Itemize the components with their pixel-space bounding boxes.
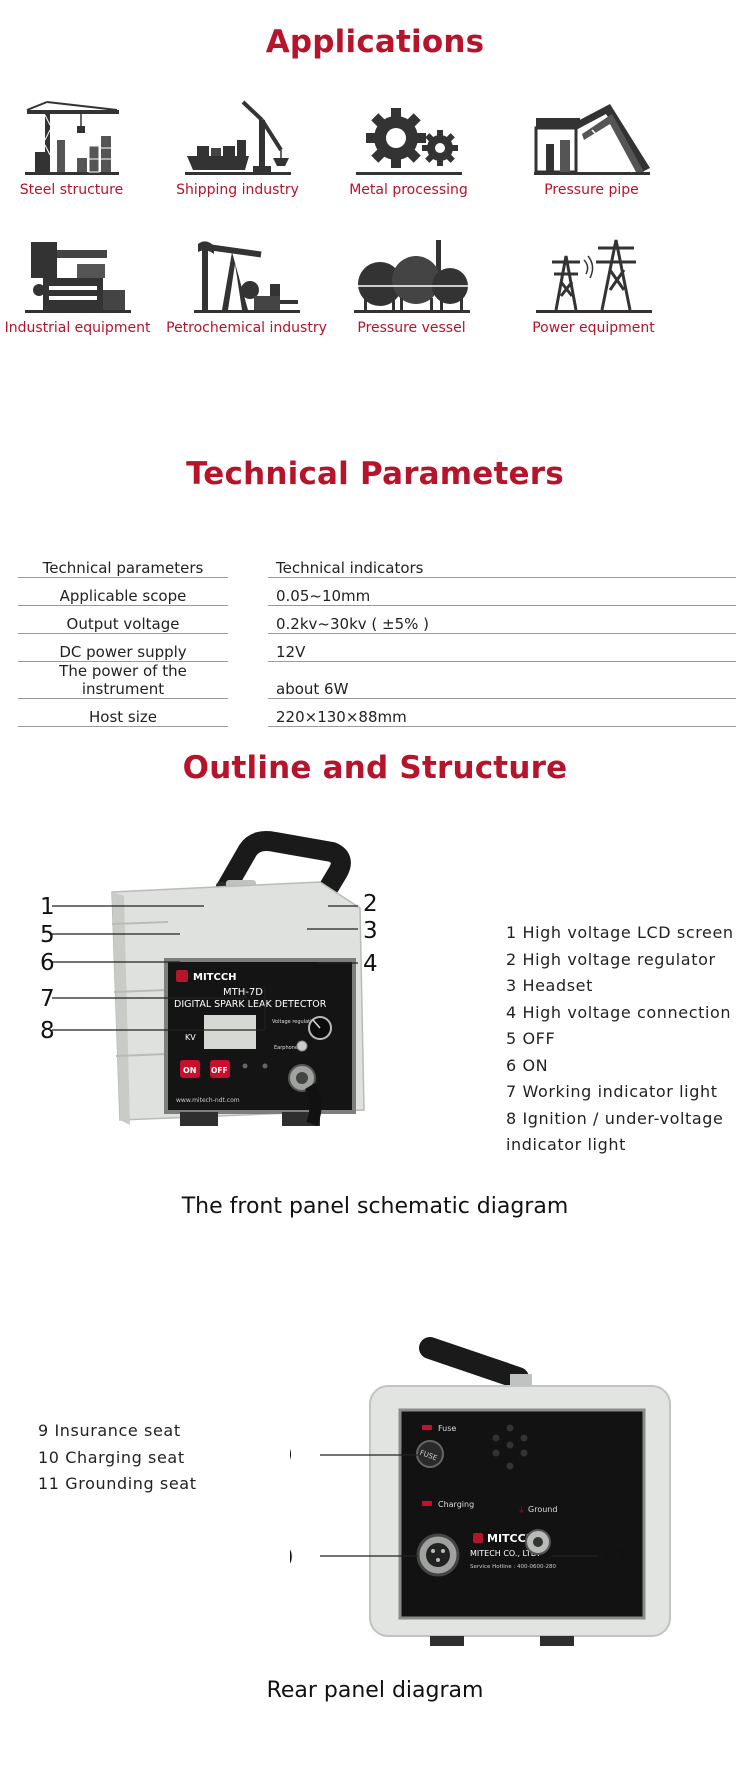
- company-name: MITECH CO., LTD.: [470, 1549, 539, 1558]
- app-label: Power equipment: [532, 320, 655, 336]
- app-steel-structure: Steel structure: [0, 100, 165, 198]
- app-label: Steel structure: [19, 182, 124, 198]
- param-name: DC power supply: [18, 633, 228, 662]
- fuse-seat[interactable]: [416, 1440, 444, 1468]
- front-panel-diagram: MITCCH MTH-7D DIGITAL SPARK LEAK DETECTO…: [40, 831, 378, 1127]
- callout-2: 2: [363, 891, 378, 917]
- power-tower-icon: [535, 239, 652, 313]
- table-row: The power of the instrument about 6W: [18, 661, 736, 699]
- device-name: DIGITAL SPARK LEAK DETECTOR: [174, 999, 327, 1010]
- parameters-title: Technical Parameters: [186, 456, 564, 492]
- app-label: Shipping industry: [176, 182, 299, 198]
- ground-symbol-icon: ⏚: [518, 1506, 525, 1514]
- front-legend: 1 High voltage LCD screen 2 High voltage…: [506, 920, 734, 1159]
- legend-item: 3 Headset: [506, 976, 593, 995]
- param-value: about 6W: [268, 661, 736, 699]
- cargo-ship-icon: [184, 100, 291, 175]
- legend-item: 2 High voltage regulator: [506, 949, 716, 969]
- table-row: Host size 220×130×88mm: [18, 698, 736, 727]
- app-label: Pressure pipe: [544, 182, 639, 198]
- header-cell: Technical parameters: [18, 550, 228, 578]
- app-pressure-pipe: Pressure pipe: [498, 100, 685, 198]
- app-pressure-vessel: Pressure vessel: [318, 238, 505, 336]
- ignition-indicator-light: [262, 1063, 268, 1069]
- gears-icon: [355, 108, 462, 175]
- rear-brand: MITCCH: [487, 1532, 535, 1545]
- legend-item: 1 High voltage LCD screen: [506, 923, 734, 942]
- param-value: 0.05~10mm: [268, 577, 736, 606]
- off-button[interactable]: [210, 1060, 230, 1078]
- app-industrial-equipment: Industrial equipment: [0, 238, 171, 336]
- on-label: ON: [183, 1066, 197, 1075]
- app-metal-processing: Metal processing: [315, 100, 502, 198]
- app-label: Pressure vessel: [357, 320, 466, 336]
- ground-label: Ground: [528, 1505, 557, 1514]
- param-name: Applicable scope: [18, 577, 228, 606]
- charging-label: Charging: [438, 1500, 474, 1509]
- callout-11: 11: [600, 1545, 629, 1571]
- industrial-machine-icon: [24, 242, 131, 313]
- callout-3: 3: [363, 918, 378, 944]
- legend-item: 11 Grounding seat: [38, 1474, 197, 1493]
- rear-legend: 9 Insurance seat 10 Charging seat 11 Gro…: [38, 1418, 197, 1498]
- working-indicator-light: [242, 1063, 248, 1069]
- front-caption: The front panel schematic diagram: [181, 1194, 569, 1219]
- legend-item: indicator light: [506, 1135, 626, 1154]
- app-label: Industrial equipment: [4, 320, 151, 336]
- callout-1: 1: [40, 894, 55, 920]
- header-cell: Technical indicators: [268, 550, 736, 578]
- callout-5: 5: [40, 922, 55, 948]
- param-value: 0.2kv~30kv ( ±5% ): [268, 605, 736, 634]
- website-label: www.mitech-ndt.com: [176, 1097, 240, 1104]
- service-hotline: Service Hotline : 400-0600-280: [470, 1564, 556, 1570]
- callout-10: 10: [290, 1545, 293, 1571]
- lcd-unit: KV: [185, 1033, 196, 1042]
- param-name: Output voltage: [18, 605, 228, 634]
- off-label: OFF: [211, 1066, 228, 1075]
- legend-item: 6 ON: [506, 1055, 549, 1075]
- param-value: 220×130×88mm: [268, 698, 736, 727]
- oil-pump-icon: [193, 241, 300, 313]
- parameters-table: Technical parameters Technical indicator…: [18, 550, 736, 727]
- app-power-equipment: Power equipment: [500, 238, 687, 336]
- table-row: DC power supply 12V: [18, 633, 736, 662]
- param-value: 12V: [268, 633, 736, 662]
- applications-title: Applications: [265, 24, 485, 60]
- callout-4: 4: [363, 951, 378, 977]
- lcd-screen: [204, 1015, 256, 1049]
- legend-item: 4 High voltage connection: [506, 1002, 732, 1022]
- callout-7: 7: [40, 986, 55, 1012]
- app-label: Metal processing: [349, 182, 468, 198]
- earphone-label: Earphone: [274, 1045, 298, 1051]
- pipeline-plant-icon: [533, 104, 650, 175]
- earphone-jack[interactable]: [296, 1040, 308, 1052]
- legend-item: 9 Insurance seat: [38, 1421, 181, 1440]
- device-brand: MITCCH: [193, 972, 237, 983]
- callout-8: 8: [40, 1018, 55, 1044]
- legend-item: 10 Charging seat: [38, 1447, 185, 1467]
- legend-item: 8 Ignition / under-voltage: [506, 1108, 724, 1128]
- rear-panel-diagram: Fuse FUSE Charging MITCCH MITECH CO., LT…: [290, 1337, 671, 1646]
- spherical-tanks-icon: [353, 240, 470, 313]
- app-shipping-industry: Shipping industry: [144, 100, 331, 198]
- callout-6: 6: [40, 950, 55, 976]
- knob-label: Voltage regulating: [272, 1019, 318, 1025]
- app-petrochemical-industry: Petrochemical industry: [153, 238, 340, 336]
- param-name: Host size: [18, 698, 228, 727]
- table-row: Output voltage 0.2kv~30kv ( ±5% ): [18, 605, 736, 634]
- param-name: The power of the instrument: [18, 661, 228, 699]
- callout-9: 9: [290, 1443, 293, 1469]
- outline-title: Outline and Structure: [182, 750, 568, 786]
- fuse-label: Fuse: [438, 1424, 456, 1433]
- legend-item: 7 Working indicator light: [506, 1082, 718, 1101]
- legend-item: 5 OFF: [506, 1029, 556, 1048]
- on-button[interactable]: [180, 1060, 200, 1078]
- tower-crane-icon: [24, 101, 119, 175]
- rear-caption: Rear panel diagram: [266, 1678, 484, 1703]
- device-model: MTH-7D: [223, 987, 263, 998]
- app-label: Petrochemical industry: [166, 320, 327, 336]
- speaker-grille: [492, 1424, 528, 1470]
- table-row: Applicable scope 0.05~10mm: [18, 577, 736, 606]
- table-header-row: Technical parameters Technical indicator…: [18, 550, 736, 578]
